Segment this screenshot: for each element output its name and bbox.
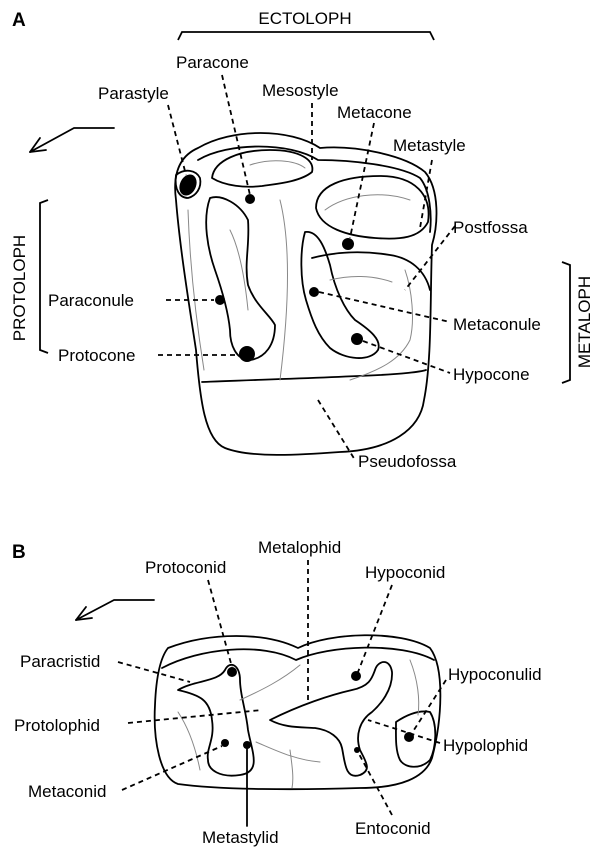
entoconid-label: Entoconid <box>355 819 431 838</box>
hypocone-dot <box>351 333 363 345</box>
metastylid-label: Metastylid <box>202 828 279 847</box>
metacone-label: Metacone <box>337 103 412 122</box>
paracone-dot <box>245 194 255 204</box>
protoloph-label: PROTOLOPH <box>10 235 29 341</box>
metaloph-label: METALOPH <box>575 276 594 368</box>
metastyle-label: Metastyle <box>393 136 466 155</box>
paraconule-label: Paraconule <box>48 291 134 310</box>
upper-molar-outline <box>175 133 436 455</box>
protocone-label: Protocone <box>58 346 136 365</box>
protoconid-dot <box>227 667 237 677</box>
paracristid-label: Paracristid <box>20 652 100 671</box>
parastyle-label: Parastyle <box>98 84 169 103</box>
protocone-dot <box>239 346 255 362</box>
paracristid-leader <box>118 662 190 682</box>
paracone-label: Paracone <box>176 53 249 72</box>
protoconid-label: Protoconid <box>145 558 226 577</box>
pseudofossa-label: Pseudofossa <box>358 452 457 471</box>
metacone-leader <box>350 123 374 238</box>
hypoconid-dot <box>351 671 361 681</box>
metalophid-label: Metalophid <box>258 538 341 557</box>
paraconule-dot <box>215 295 225 305</box>
metaconule-dot <box>309 287 319 297</box>
protolophid-leader <box>128 710 262 723</box>
hypoconid-leader <box>358 585 392 672</box>
hypoconulid-label: Hypoconulid <box>448 665 542 684</box>
protoconid-leader <box>208 580 232 667</box>
postfossa-label: Postfossa <box>453 218 528 237</box>
ectoloph-label: ECTOLOPH <box>258 9 351 28</box>
ectoloph-bracket <box>178 32 434 40</box>
protolophid-label: Protolophid <box>14 716 100 735</box>
metaconid-label: Metaconid <box>28 782 106 801</box>
hypoconid-label: Hypoconid <box>365 563 445 582</box>
metaloph-bracket <box>562 262 570 383</box>
hypolophid-leader <box>368 720 440 743</box>
metastylid-dot <box>243 741 251 749</box>
metaconid-leader <box>122 746 222 790</box>
mesostyle-label: Mesostyle <box>262 81 339 100</box>
entoconid-leader <box>359 754 392 815</box>
direction-arrow-icon <box>76 600 154 620</box>
direction-arrow-icon <box>30 128 114 152</box>
entoconid-dot <box>354 747 360 753</box>
protoloph-bracket <box>40 200 48 353</box>
metaconule-label: Metaconule <box>453 315 541 334</box>
panel-b-letter: B <box>12 542 26 563</box>
metaconid-dot <box>221 739 229 747</box>
lower-molar-outline <box>155 635 441 789</box>
hypolophid-label: Hypolophid <box>443 736 528 755</box>
parastyle-leader <box>168 105 186 175</box>
metacone-dot <box>342 238 354 250</box>
panel-a-letter: A <box>12 10 26 31</box>
hypocone-label: Hypocone <box>453 365 530 384</box>
